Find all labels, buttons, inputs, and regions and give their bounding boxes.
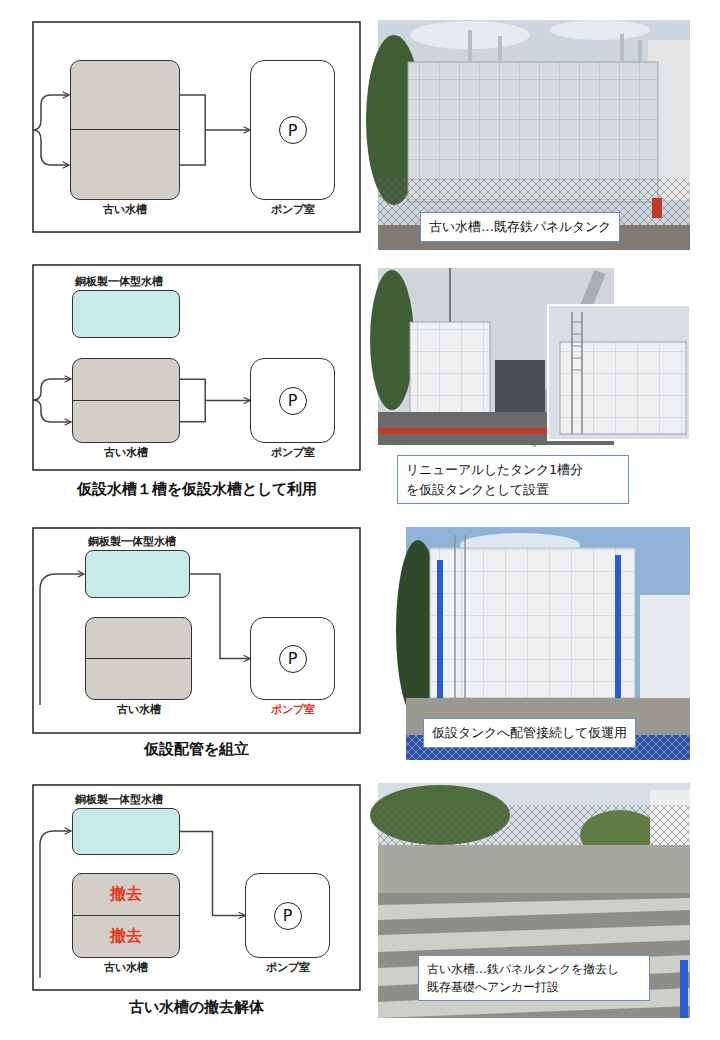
tank-label: 古い水槽: [73, 445, 179, 460]
pump-room-label: ポンプ室: [251, 202, 334, 217]
panel-frames: [33, 528, 360, 733]
photo-caption: リニューアルしたタンク1槽分 を仮設タンクとして設置: [397, 455, 629, 504]
pump-symbol: P: [279, 116, 307, 144]
photo-lifting-tank: [548, 305, 690, 440]
photo-lifting-tank: [495, 360, 545, 415]
water-tank: 古い水槽: [72, 358, 180, 443]
inflow-pipes: [40, 574, 84, 705]
step-caption: 古い水槽の撤去解体: [33, 998, 360, 1017]
tank-section: [71, 61, 179, 130]
photo-old-tank: [378, 20, 690, 250]
tank-label: 銅板製一体型水槽: [75, 792, 163, 807]
photo-foundation: [378, 845, 690, 893]
photo-caption: 古い水槽…既存鉄パネルタンク: [420, 212, 620, 242]
tank-section: 撤去: [73, 916, 179, 958]
photo-foundation: [378, 898, 690, 920]
pipe-connector: [190, 574, 250, 659]
tank-section: 撤去: [73, 874, 179, 916]
steel-tank: 銅板製一体型水槽: [72, 290, 180, 338]
inflow-pipes: [33, 400, 71, 422]
pump-letter: P: [288, 121, 298, 140]
pump-room: ポンプ室P: [250, 358, 335, 443]
photo-lifting-tank: [410, 322, 490, 414]
panel-frames: [33, 785, 360, 990]
photo-temporary-tank: [455, 535, 465, 700]
photo-foundation: [378, 893, 690, 1018]
tank-section: [71, 130, 179, 199]
photo-lifting-tank: [572, 312, 582, 434]
photo-temporary-tank: [430, 548, 635, 698]
photo-old-tank: [366, 20, 690, 250]
photo-foundation: [378, 805, 690, 845]
pump-letter: P: [288, 649, 298, 668]
water-tank: 撤去撤去古い水槽: [72, 873, 180, 958]
photo-temporary-tank: [406, 698, 690, 760]
photo-lifting-tank: [370, 268, 690, 445]
pipe-connector: [180, 379, 250, 422]
photo-foundation: [378, 925, 690, 952]
tank-label: 古い水槽: [73, 960, 179, 975]
photo-caption: 古い水槽…鉄パネルタンクを撤去し 既存基礎へアンカー打設: [418, 955, 650, 1001]
inflow-pipes: [33, 379, 71, 400]
photo-lifting-tank: [560, 342, 686, 434]
tank-label: 銅板製一体型水槽: [88, 534, 176, 549]
photo-foundation: [378, 783, 690, 1018]
panel-frames: [33, 265, 360, 470]
inflow-pipes: [33, 95, 69, 130]
tank-label: 古い水槽: [71, 202, 179, 217]
photo-caption: 仮設タンクへ配管接続して仮運用: [423, 718, 636, 748]
tank-label: 古い水槽: [86, 702, 191, 717]
photo-lifting-tank: [370, 270, 414, 410]
water-tank: 古い水槽: [70, 60, 180, 200]
photo-old-tank: [550, 20, 650, 40]
caption-text: 仮設タンクへ配管接続して仮運用: [432, 723, 627, 743]
inflow-pipes: [40, 831, 71, 978]
panel-frames: [33, 22, 360, 232]
tank-section: [73, 359, 179, 401]
removal-mark: 撤去: [110, 926, 142, 947]
water-tank: 古い水槽: [85, 617, 192, 700]
removal-mark: 撤去: [110, 884, 142, 905]
step-caption: 仮設水槽１槽を仮設水槽として利用: [33, 480, 360, 499]
pump-room-label: ポンプ室: [246, 960, 329, 975]
steel-tank: 銅板製一体型水槽: [72, 808, 180, 855]
photo-temporary-tank: [640, 595, 690, 705]
pump-room: ポンプ室P: [250, 617, 335, 700]
photo-old-tank: [652, 198, 662, 218]
photo-temporary-tank: [406, 527, 690, 760]
tank-label: 銅板製一体型水槽: [75, 274, 163, 289]
pump-letter: P: [288, 391, 298, 410]
caption-text: 古い水槽…既存鉄パネルタンク: [429, 217, 611, 237]
tank-section: [86, 618, 191, 659]
step-caption: 仮設配管を組立: [33, 740, 360, 759]
pump-room-label: ポンプ室: [251, 445, 334, 460]
pipe-connector: [180, 832, 245, 916]
pump-symbol: P: [279, 645, 307, 673]
inflow-pipes: [33, 130, 69, 165]
photo-foundation: [370, 783, 690, 1018]
steel-tank: 銅板製一体型水槽: [85, 550, 190, 598]
photo-lifting-tank: [572, 322, 582, 370]
pump-letter: P: [283, 906, 293, 925]
photo-temporary-tank: [396, 527, 690, 760]
pipe-connector: [180, 95, 250, 165]
photo-foundation: [680, 960, 688, 1018]
pump-symbol: P: [274, 902, 302, 930]
caption-text: 古い水槽…鉄パネルタンクを撤去し 既存基礎へアンカー打設: [427, 960, 641, 996]
photo-lifting-tank: [449, 268, 451, 322]
caption-text: リニューアルしたタンク1槽分 を仮設タンクとして設置: [406, 460, 620, 499]
pump-room-label: ポンプ室: [251, 702, 334, 717]
tank-section: [86, 659, 191, 700]
photo-old-tank: [470, 30, 640, 62]
pump-room: ポンプ室P: [245, 873, 330, 958]
pump-room: ポンプ室P: [250, 60, 335, 200]
pump-symbol: P: [279, 387, 307, 415]
panel-frames: [33, 22, 360, 990]
tank-section: [73, 401, 179, 443]
